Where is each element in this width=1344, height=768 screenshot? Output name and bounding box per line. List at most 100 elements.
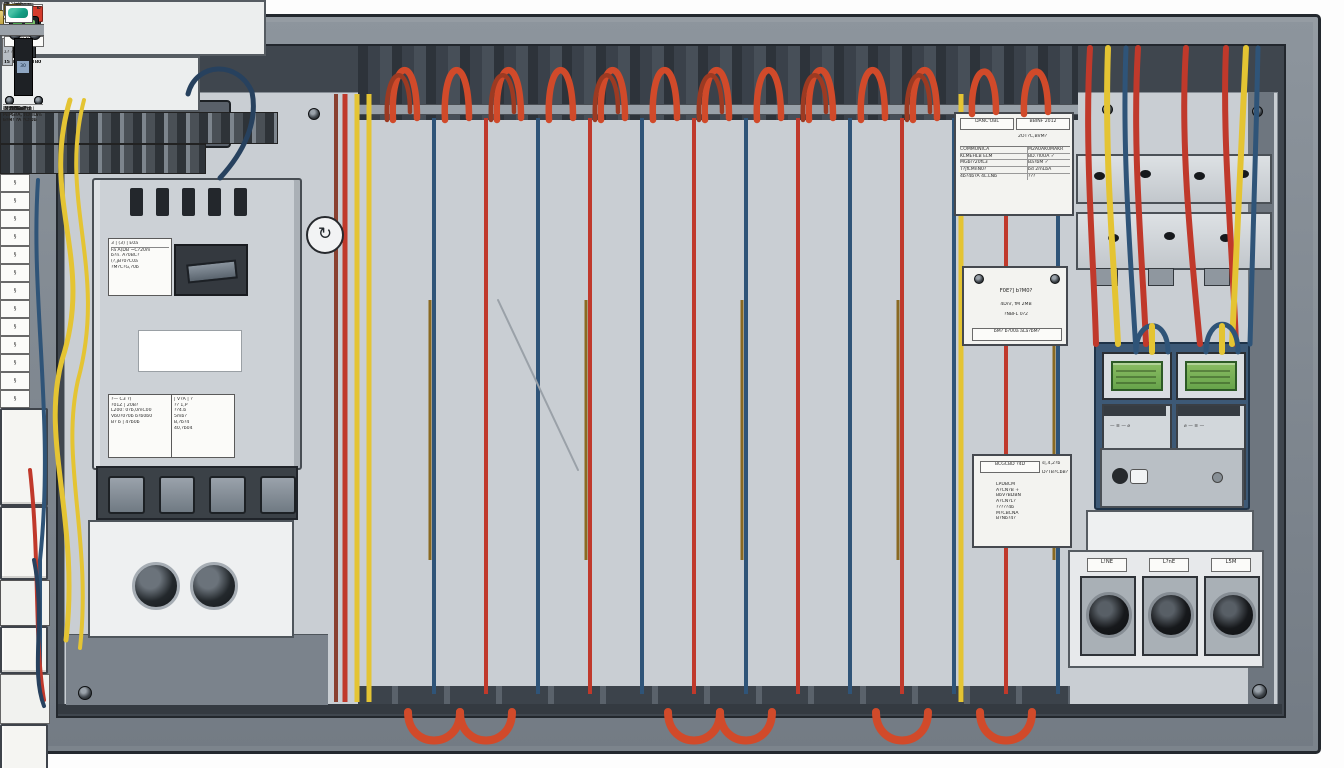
table-cell: COMMUNICA [960, 147, 990, 152]
table-cell: M2A0AK0MAKR [1027, 147, 1070, 153]
label-line: | V?A | ? [174, 397, 193, 402]
addr-line: b?M! ?A ?C!Db [3, 118, 37, 124]
pole-mark: ∅ [37, 6, 42, 11]
plate-title: BCGCBD ?4D [980, 461, 1040, 473]
right-num: B0 [35, 60, 42, 65]
left-num: 15 [4, 60, 10, 65]
wire-tag: § [0, 318, 30, 336]
brand-line: BFD?Sa. ? [3, 106, 29, 112]
socket-cutout [1204, 576, 1260, 656]
addr-line: PnPG?A, ?DlTDm [3, 112, 42, 118]
round-socket[interactable] [1148, 592, 1194, 638]
meter-marks: — ≡ — ⌀ [1110, 424, 1131, 429]
meter-strip [1178, 406, 1240, 416]
addr-line: b?M! ?A ?C!Db [3, 118, 37, 124]
left-num: 15 [4, 60, 10, 65]
addr-line: PnPG?A, ?DlTDm [3, 112, 42, 118]
label-line: ?— C3 ?) [111, 397, 132, 402]
brand-line: BF?3Sa mi [3, 106, 31, 112]
main-switch-window [174, 244, 248, 296]
left-num: 15 [4, 60, 10, 65]
left-num: 15 [4, 60, 10, 65]
table-cell: bd 2mLbA [1027, 167, 1070, 173]
table-cell: ??? [1027, 173, 1070, 180]
led-segments [13, 20, 35, 26]
table-cell: Ba?bM ✓ [1027, 160, 1070, 167]
addr-line: b?M! ?A ?C!Db [3, 118, 37, 124]
pole-mark: ∅ [37, 6, 42, 11]
pole-mark: ∅ [37, 6, 42, 11]
plate-side-note: s[,4,2?b [1042, 461, 1061, 466]
addr-line: PnPG?A, ?DlTDm [3, 112, 42, 118]
pole-mark: ∅ [37, 6, 42, 11]
round-socket[interactable] [1086, 592, 1132, 638]
aux-module: ⚠«TPnXnLN 4bEIVCLrLN?TnTnLN 45Σ? ? [0, 4, 48, 580]
module-subtitle: 2OT?C,BVM? [1018, 134, 1048, 139]
label-line: ?? 1,P [174, 402, 188, 408]
vent-slots [130, 188, 284, 218]
left-num: 15 [4, 60, 10, 65]
pole-mark: ∅ [37, 6, 42, 11]
table-cell: 4b?4b?A 4L.LNb [960, 173, 998, 179]
vent-slot [208, 188, 221, 216]
brand-line: Ef30?d ? [3, 106, 26, 112]
branch-toggle[interactable]: 30 [14, 38, 33, 96]
meter-screen [1111, 361, 1163, 391]
addr-line: b?M! ?A ?C!Db [3, 118, 37, 124]
label-line: Vb0?0?0b b?b0b0 [111, 414, 153, 420]
indicator-segment: Da6dYB?C? [0, 3, 50, 724]
meter-display-frame [1176, 352, 1246, 400]
spec-line: ?M?C?G,?0b [111, 264, 139, 270]
brand-line: EFD?Ga? d [3, 106, 31, 112]
screw [974, 274, 984, 284]
addr-line: b?M! ?A ?C!Db [3, 118, 37, 124]
aux-line: Σ? ? [4, 50, 14, 55]
module-line: ?NBFL 0?2 [1004, 312, 1028, 317]
right-num: B0 [35, 60, 42, 65]
addr-line: PnPG?A, ?DlTDm [3, 112, 42, 118]
wire-tag: § [0, 372, 30, 390]
unit-spec-label: 3 | (3) | E0a Fa A(DB ~C?20m b?n. A?0BC?… [108, 238, 172, 296]
brand-line: BF??Sa. mi [3, 106, 32, 112]
wire-tag: § [0, 246, 30, 264]
pole-mark: ∅ [37, 6, 42, 11]
wire-tag: § [0, 390, 30, 408]
knockout-hole [132, 562, 180, 610]
socket-cutout [1142, 576, 1198, 656]
brand-line: Bfd?Sa ? [3, 106, 26, 112]
label-line: B? b | 4?b0b [111, 419, 140, 425]
pole-mark: ∅ [37, 6, 42, 11]
left-num: 15 [4, 60, 10, 65]
pole-mark: ∅ [37, 6, 42, 11]
addr-line: b?M! ?A ?C!Db [3, 118, 37, 124]
pole-mark: ∅ [37, 6, 42, 11]
round-socket[interactable] [1210, 592, 1256, 638]
addr-line: PnPG?A, ?DlTDm [3, 112, 42, 118]
vent-slot [130, 188, 143, 216]
vent-slot [234, 188, 247, 216]
terminal-strip-segment: Wb.5C?b∧M?0bLb0J0 [0, 2, 50, 626]
left-num: 15 [4, 60, 10, 65]
rail-hole [1094, 172, 1105, 180]
breaker-module: [MO0LB/0K]8A∅ω Δ [0, 4, 48, 768]
socket-cutout [1080, 576, 1136, 656]
wire-tag: § [0, 264, 30, 282]
meter-reset-toggle[interactable] [1130, 469, 1148, 484]
brand-line: EFbasa? [3, 106, 25, 112]
addr-line: PnPG?A, ?DlTDm [3, 112, 42, 118]
meter-screen [1185, 361, 1237, 391]
label-line: B,?b?4 [174, 419, 190, 425]
addr-line: PnPG?A, ?DlTDm [3, 112, 42, 118]
pole-mark: ∅ [37, 6, 42, 11]
module-line: F0E?] b?M0? [999, 288, 1033, 294]
lug [259, 476, 296, 514]
terminal-grid [0, 144, 206, 174]
table-cell: BD.?I0UA ✓ [1027, 153, 1070, 160]
spec-line: Fa A(DB ~C?20m [111, 247, 151, 253]
spec-line: b?n. A?0BC? [111, 253, 140, 259]
vent-slot [156, 188, 169, 216]
